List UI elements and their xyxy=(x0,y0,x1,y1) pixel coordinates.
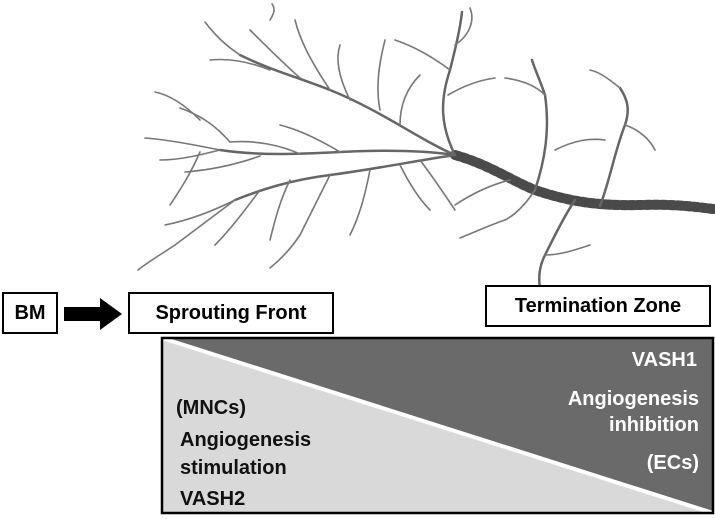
arrow-bm-to-sprouting xyxy=(64,298,122,330)
ecs-label: (ECs) xyxy=(646,452,699,474)
bm-box: BM xyxy=(2,292,58,334)
vessel-tree xyxy=(137,3,715,292)
stimulation-effect-line1: Angiogenesis xyxy=(180,429,312,451)
termination-zone-box: Termination Zone xyxy=(485,285,711,327)
inhibition-effect-line2: inhibition xyxy=(609,414,699,436)
panel-border xyxy=(160,336,715,515)
vessel-trunk-stripes xyxy=(450,150,715,214)
vash1-label: VASH1 xyxy=(631,349,697,371)
stimulation-effect-line2: stimulation xyxy=(180,457,287,479)
mncs-label: (MNCs) xyxy=(176,397,246,419)
vash2-label: VASH2 xyxy=(180,488,246,510)
inhibition-effect-line1: Angiogenesis xyxy=(567,388,699,410)
diagonal-divider xyxy=(161,336,714,515)
gradient-panel xyxy=(160,336,715,515)
minor-branches xyxy=(137,3,656,271)
sprouting-front-box: Sprouting Front xyxy=(128,292,334,334)
